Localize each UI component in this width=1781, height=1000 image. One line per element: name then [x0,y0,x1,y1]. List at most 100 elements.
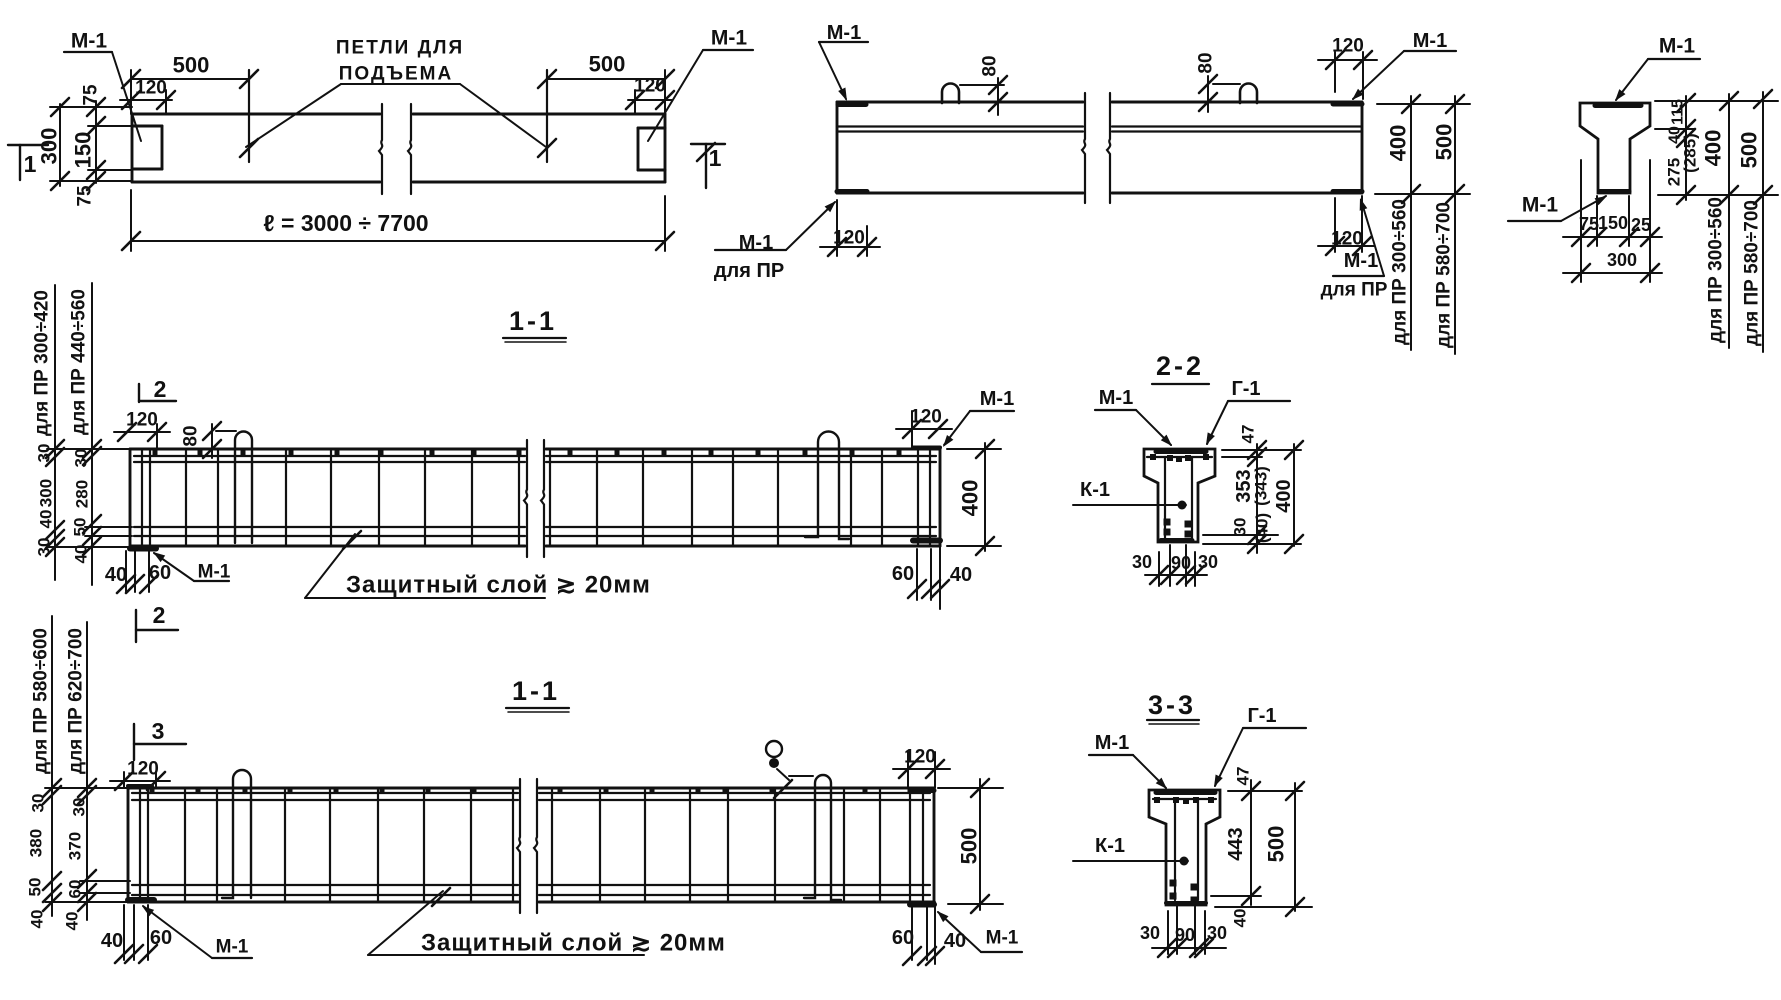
svg-text:М-1: М-1 [1099,387,1133,409]
svg-text:120: 120 [127,759,159,780]
svg-text:(343): (343) [1252,466,1271,506]
svg-text:для ПР 620÷700: для ПР 620÷700 [66,628,87,774]
svg-text:для ПР: для ПР [1321,280,1388,301]
svg-text:47: 47 [1239,425,1258,444]
svg-text:для ПР 580÷700: для ПР 580÷700 [1742,200,1763,346]
svg-text:М-1: М-1 [980,388,1014,410]
svg-text:Защитный слой ≳ 20мм: Защитный слой ≳ 20мм [346,572,651,599]
svg-text:25: 25 [1631,215,1651,235]
svg-text:60: 60 [66,880,85,899]
svg-text:400: 400 [958,480,983,517]
svg-text:1-1: 1-1 [509,306,557,336]
svg-text:30: 30 [1140,923,1160,943]
svg-text:К-1: К-1 [1095,835,1125,857]
svg-text:М-1: М-1 [216,937,249,958]
svg-text:75: 75 [81,84,102,106]
svg-text:М-1: М-1 [1344,250,1378,272]
svg-text:47: 47 [1234,767,1253,786]
svg-text:М-1: М-1 [1095,732,1129,754]
svg-text:(285): (285) [1681,133,1700,173]
svg-text:ℓ = 3000 ÷ 7700: ℓ = 3000 ÷ 7700 [263,210,428,236]
svg-text:40: 40 [37,510,56,529]
svg-text:30: 30 [29,794,48,813]
svg-text:500: 500 [1264,826,1289,863]
svg-text:2: 2 [154,376,167,402]
svg-text:80: 80 [980,55,1001,76]
svg-text:75: 75 [75,185,96,207]
svg-text:40: 40 [950,564,972,586]
svg-text:1: 1 [709,145,722,171]
svg-text:500: 500 [589,52,626,77]
svg-text:40: 40 [63,912,82,931]
svg-text:М-1: М-1 [711,27,747,50]
svg-text:500: 500 [957,828,982,865]
svg-text:120: 120 [1332,36,1364,57]
svg-text:для ПР 300÷560: для ПР 300÷560 [1706,197,1727,343]
svg-text:60: 60 [150,927,172,949]
svg-text:2: 2 [153,602,166,628]
svg-text:400: 400 [1701,130,1726,167]
svg-text:К-1: К-1 [1080,479,1110,501]
svg-text:40: 40 [1667,126,1684,144]
svg-text:для ПР 300÷420: для ПР 300÷420 [32,290,53,436]
svg-text:500: 500 [1432,124,1457,161]
svg-text:120: 120 [1331,229,1363,250]
svg-text:М-1: М-1 [1413,30,1447,52]
svg-text:275: 275 [1665,158,1684,186]
svg-text:30: 30 [72,449,91,468]
svg-text:500: 500 [173,53,210,78]
svg-text:для ПР 300÷560: для ПР 300÷560 [1390,199,1411,345]
svg-text:2-2: 2-2 [1156,351,1204,381]
svg-text:400: 400 [1386,125,1411,162]
svg-text:30: 30 [1207,923,1227,943]
svg-text:для ПР 580÷600: для ПР 580÷600 [31,628,52,774]
svg-text:120: 120 [904,747,936,768]
svg-text:150: 150 [1598,213,1628,233]
svg-text:30: 30 [1231,518,1250,537]
svg-text:115: 115 [1670,99,1687,125]
svg-text:500: 500 [1737,132,1762,169]
svg-text:50: 50 [26,878,45,897]
svg-text:50: 50 [71,518,90,537]
svg-text:60: 60 [892,563,914,585]
svg-text:для ПР: для ПР [714,260,784,282]
svg-text:300: 300 [37,479,56,507]
svg-text:30: 30 [35,444,54,463]
svg-text:(40): (40) [1253,513,1272,543]
svg-text:ПОДЪЕМА: ПОДЪЕМА [339,64,453,85]
svg-text:40: 40 [72,545,91,564]
svg-text:75: 75 [1579,214,1599,234]
svg-text:М-1: М-1 [198,562,231,583]
svg-text:М-1: М-1 [71,30,107,53]
svg-text:120: 120 [135,78,167,99]
svg-text:40: 40 [944,930,966,952]
svg-text:150: 150 [71,132,96,169]
svg-text:90: 90 [1175,925,1195,945]
svg-text:40: 40 [1231,909,1250,928]
svg-text:40: 40 [101,930,123,952]
svg-text:30: 30 [70,798,89,817]
svg-text:120: 120 [634,76,666,97]
svg-text:300: 300 [1607,250,1637,270]
svg-text:для ПР 440÷560: для ПР 440÷560 [69,289,90,435]
svg-text:80: 80 [181,425,202,446]
svg-text:Г-1: Г-1 [1247,705,1276,727]
svg-text:30: 30 [1132,552,1152,572]
svg-text:ПЕТЛИ ДЛЯ: ПЕТЛИ ДЛЯ [336,38,464,59]
svg-text:3-3: 3-3 [1148,690,1196,720]
svg-text:Г-1: Г-1 [1231,378,1260,400]
svg-text:М-1: М-1 [986,928,1019,949]
svg-text:380: 380 [27,829,46,857]
svg-text:280: 280 [73,480,92,508]
svg-text:1-1: 1-1 [512,676,560,706]
svg-text:370: 370 [66,832,85,860]
svg-text:Защитный слой ≳ 20мм: Защитный слой ≳ 20мм [421,930,726,957]
svg-text:80: 80 [1196,52,1217,73]
svg-text:60: 60 [149,562,171,584]
svg-text:353: 353 [1233,469,1255,502]
svg-text:90: 90 [1171,553,1191,573]
svg-text:3: 3 [152,718,165,744]
svg-text:30: 30 [1198,552,1218,572]
svg-text:М-1: М-1 [827,22,861,44]
svg-text:М-1: М-1 [1659,35,1695,58]
